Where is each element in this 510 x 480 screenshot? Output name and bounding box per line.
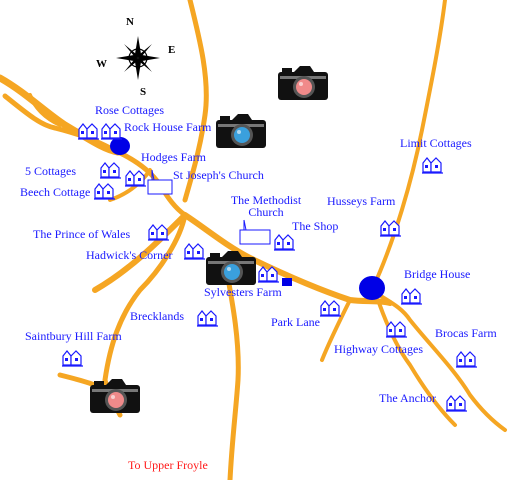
house-group-icon	[274, 234, 295, 251]
road-northeast	[370, 0, 447, 292]
house-group-icon	[258, 266, 279, 283]
house-group-icon	[101, 123, 122, 140]
house-group-icon	[125, 170, 146, 187]
church-icon	[239, 219, 271, 245]
road-northwest-b	[2, 93, 113, 151]
label-hadwicks-corner: Hadwick's Corner	[86, 248, 173, 262]
label-methodist-church-2: Church	[248, 205, 284, 219]
road-east	[370, 288, 507, 432]
house-group-icon	[380, 220, 401, 237]
label-to-upper-froyle: To Upper Froyle	[128, 458, 208, 472]
label-the-anchor: The Anchor	[379, 391, 436, 405]
label-limit-cottages: Limit Cottages	[400, 136, 472, 150]
label-rose-cottages: Rose Cottages	[95, 103, 164, 117]
compass-east: E	[168, 44, 176, 56]
house-group-icon	[320, 300, 341, 317]
label-husseys-farm: Husseys Farm	[327, 194, 396, 208]
house-group-icon	[386, 321, 407, 338]
pond-icon	[110, 137, 130, 155]
compass-rose-icon	[116, 36, 160, 80]
label-brocas-farm: Brocas Farm	[435, 326, 497, 340]
house-group-icon	[100, 162, 121, 179]
camera-icon	[216, 114, 266, 148]
church-icon	[147, 169, 173, 195]
label-st-josephs-church: St Joseph's Church	[173, 168, 264, 182]
house-group-icon	[78, 123, 99, 140]
road-north	[182, 0, 209, 203]
road-park-lane	[320, 298, 352, 362]
compass-north: N	[126, 16, 134, 28]
label-rock-house-farm: Rock House Farm	[124, 120, 212, 134]
house-group-icon	[422, 157, 443, 174]
label-sylvesters-farm: Sylvesters Farm	[204, 285, 282, 299]
house-group-icon	[197, 310, 218, 327]
camera-icon	[206, 251, 256, 285]
label-highway-cottages: Highway Cottages	[334, 342, 423, 356]
road-south-froyle	[222, 259, 241, 480]
label-prince-of-wales: The Prince of Wales	[33, 227, 131, 241]
label-saintbury-hill-farm: Saintbury Hill Farm	[25, 329, 122, 343]
road-northwest-c	[28, 93, 62, 127]
compass-west: W	[96, 58, 107, 70]
label-beech-cottage: Beech Cottage	[20, 185, 91, 199]
small-building-icon	[282, 278, 292, 286]
house-group-icon	[184, 243, 205, 260]
label-methodist-church-1: The Methodist	[230, 193, 302, 207]
label-the-shop: The Shop	[292, 219, 339, 233]
house-group-icon	[446, 395, 467, 412]
label-5-cottages: 5 Cottages	[25, 164, 76, 178]
label-park-lane: Park Lane	[271, 315, 320, 329]
road-highway	[376, 298, 457, 427]
house-group-icon	[456, 351, 477, 368]
pond-icon	[359, 276, 385, 300]
compass-south: S	[140, 86, 147, 98]
house-group-icon	[94, 183, 115, 200]
house-group-icon	[62, 350, 83, 367]
house-group-icon	[401, 288, 422, 305]
house-group-icon	[148, 224, 169, 241]
camera-icon	[90, 379, 140, 413]
label-hodges-farm: Hodges Farm	[141, 150, 206, 164]
label-bridge-house: Bridge House	[404, 267, 471, 281]
camera-icon	[278, 66, 328, 100]
label-brecklands: Brecklands	[130, 309, 184, 323]
